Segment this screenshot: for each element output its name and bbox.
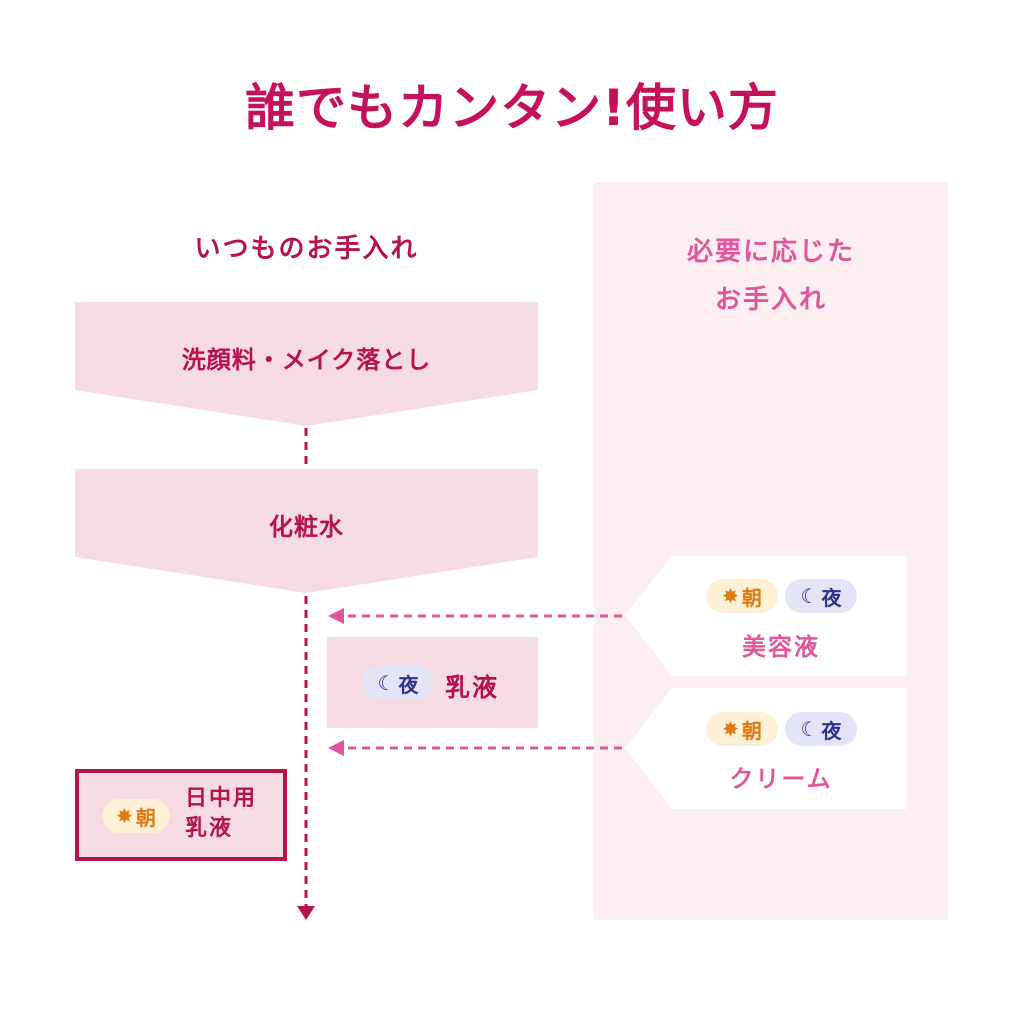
optional-care-heading: 必要に応じた お手入れ	[594, 228, 948, 324]
moon-icon: ☾	[377, 671, 396, 695]
routine-care-heading: いつものお手入れ	[194, 234, 419, 264]
cream-morning-badge: ✸ 朝	[706, 712, 778, 746]
day-milk-label-line1: 日中用	[185, 786, 258, 811]
sun-icon: ✸	[722, 717, 739, 741]
sun-icon: ✸	[722, 584, 739, 608]
milk-night-badge: ☾ 夜	[362, 666, 434, 700]
night-badge-label: 夜	[821, 585, 842, 610]
serum-option-label: 美容液	[742, 633, 820, 661]
day-milk-step-label: 日中用 乳液	[185, 784, 257, 844]
serum-night-badge: ☾ 夜	[785, 579, 857, 613]
cleansing-step-box	[75, 302, 538, 426]
main-flow-arrowhead	[297, 906, 315, 920]
morning-badge-label: 朝	[741, 718, 762, 743]
cream-option-label: クリーム	[729, 765, 833, 793]
day-milk-morning-badge: ✸ 朝	[102, 799, 170, 833]
night-badge-label: 夜	[398, 672, 419, 697]
page-title: 誰でもカンタン!使い方	[245, 79, 779, 137]
moon-icon: ☾	[800, 717, 819, 741]
morning-badge-label: 朝	[135, 805, 156, 830]
night-badge-label: 夜	[821, 718, 842, 743]
serum-morning-badge: ✸ 朝	[706, 579, 778, 613]
day-milk-label-line2: 乳液	[185, 816, 234, 841]
toner-step-label: 化粧水	[269, 513, 344, 541]
optional-care-heading-line1: 必要に応じた	[686, 237, 855, 267]
moon-icon: ☾	[800, 584, 819, 608]
serum-arrowhead	[328, 608, 344, 624]
morning-badge-label: 朝	[741, 585, 762, 610]
milk-step-label: 乳液	[445, 673, 500, 702]
sun-icon: ✸	[116, 804, 133, 828]
cream-arrowhead	[328, 740, 344, 756]
toner-step-box	[75, 469, 538, 593]
optional-care-heading-line2: お手入れ	[714, 285, 827, 315]
cream-night-badge: ☾ 夜	[785, 712, 857, 746]
cleansing-step-label: 洗顔料・メイク落とし	[181, 346, 432, 374]
